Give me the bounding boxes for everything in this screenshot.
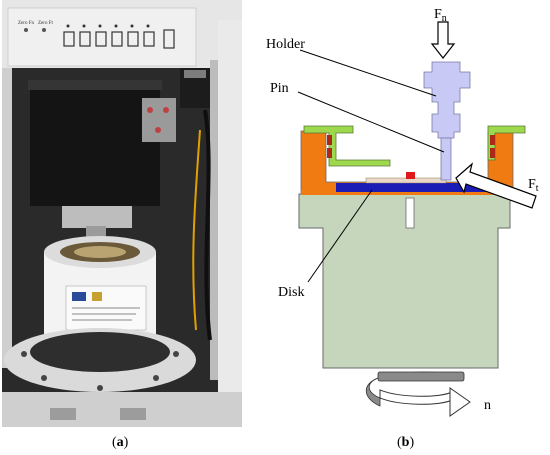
- rotation-arrow-head: [449, 387, 471, 417]
- clamp-screw-left: [327, 135, 332, 145]
- disk: [336, 183, 486, 192]
- orange-cable: [192, 129, 201, 331]
- platform-hole: [97, 385, 103, 391]
- schematic-panel: Fn Ft Holder Pin Disk n: [266, 7, 539, 417]
- heatsink: [30, 88, 160, 206]
- panel-display-digit: [163, 29, 175, 49]
- photo-panel: Zero Fn Zero Ft: [2, 0, 242, 427]
- rotation-label: n: [484, 398, 491, 413]
- pin-leader-line: [297, 91, 445, 153]
- panel-indicator-light: [66, 24, 70, 28]
- panel-indicator-light: [114, 24, 118, 28]
- panel-a-caption-letter: a: [117, 435, 124, 450]
- sticker-logo: [92, 292, 102, 301]
- cabinet-right-wall: [218, 20, 242, 427]
- platform-hole: [21, 351, 27, 357]
- eu-flag-logo: [72, 292, 86, 301]
- disk-leader-line: [307, 189, 373, 283]
- holder-leader-line: [299, 49, 437, 97]
- cabinet-left-rail: [2, 68, 12, 368]
- pin: [440, 137, 452, 181]
- tangential-force-arrow: [455, 162, 537, 209]
- normal-force-label: Fn: [434, 7, 447, 24]
- holder-label: Holder: [266, 37, 305, 52]
- spindle-slot: [405, 197, 415, 229]
- base-housing: [298, 193, 511, 369]
- rotary-platform-inner: [30, 332, 170, 372]
- heatsink-top-plate: [28, 80, 162, 90]
- rotation-arrow-top: [377, 371, 465, 382]
- orange-carrier-floor: [301, 190, 513, 195]
- normal-force-arrow: [430, 21, 456, 59]
- wear-debris-marker: [406, 172, 415, 179]
- floor-bracket: [50, 408, 76, 420]
- panel-display-digit: [95, 31, 107, 47]
- clamp-screw-right: [490, 148, 495, 158]
- zero-fn-button-label: Zero Fn: [18, 21, 34, 26]
- rotation-arrow-band: [379, 389, 453, 405]
- cabinet-right-edge: [210, 60, 218, 380]
- black-cable: [203, 109, 212, 341]
- panel-indicator-light: [146, 24, 150, 28]
- clamp-screw-left: [327, 148, 332, 158]
- disk-label: Disk: [278, 285, 304, 300]
- panel-display-digit: [143, 31, 155, 47]
- panel-display-digit: [63, 31, 75, 47]
- panel-a-caption: (a): [112, 435, 129, 450]
- panel-display-digit: [79, 31, 91, 47]
- panel-indicator-light: [42, 28, 46, 32]
- panel-display-digit: [127, 31, 139, 47]
- pin-holder: [423, 61, 471, 139]
- platform-hole: [173, 351, 179, 357]
- panel-indicator-light: [98, 24, 102, 28]
- arm-screw: [147, 107, 153, 113]
- panel-indicator-light: [82, 24, 86, 28]
- loading-arm-plate: [142, 98, 176, 142]
- panel-indicator-light: [130, 24, 134, 28]
- disk-sample: [74, 246, 126, 258]
- zero-ft-button-label: Zero Ft: [38, 21, 53, 26]
- panel-b-caption: (b): [397, 435, 414, 450]
- arm-screw: [155, 127, 161, 133]
- platform-hole: [153, 375, 159, 381]
- stepper-motor-cap: [184, 70, 206, 78]
- clamp-screw-right: [490, 135, 495, 145]
- pin-label: Pin: [270, 81, 289, 96]
- control-panel: [7, 7, 197, 67]
- tangential-force-subscript: t: [536, 183, 539, 194]
- panel-display-digit: [111, 31, 123, 47]
- rotation-arrow: [365, 371, 471, 417]
- panel-indicator-light: [24, 28, 28, 32]
- platform-hole: [41, 375, 47, 381]
- normal-force-subscript: n: [442, 13, 447, 24]
- tangential-force-label: Ft: [528, 177, 539, 194]
- floor-bracket: [120, 408, 146, 420]
- pin-holder-column: [62, 206, 132, 228]
- panel-b-caption-letter: b: [402, 435, 410, 450]
- green-clamp-left: [303, 125, 391, 167]
- arm-screw: [163, 107, 169, 113]
